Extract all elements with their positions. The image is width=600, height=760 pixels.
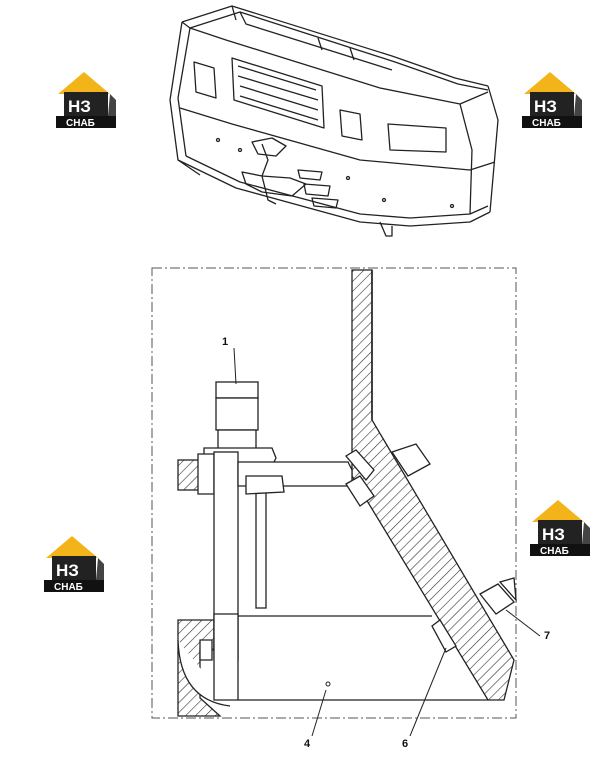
logo-bottom-text: СНАБ bbox=[540, 546, 569, 557]
part-6-block bbox=[431, 619, 457, 653]
section-view bbox=[151, 267, 541, 737]
bracket-plate-section bbox=[351, 269, 515, 701]
logo-top-text: НЗ bbox=[68, 97, 91, 116]
callout-7: 7 bbox=[544, 630, 551, 642]
callout-4: 4 bbox=[304, 738, 311, 750]
logo-top-text: НЗ bbox=[56, 561, 79, 580]
logo-bottom-text: СНАБ bbox=[66, 118, 95, 129]
logo-bottom-text: СНАБ bbox=[54, 582, 83, 593]
watermark-logo: НЗ СНАБ bbox=[520, 70, 584, 130]
logo-top-text: НЗ bbox=[542, 525, 565, 544]
callout-1: 1 bbox=[222, 336, 229, 348]
watermark-logo: НЗ СНАБ bbox=[54, 70, 118, 130]
logo-top-text: НЗ bbox=[534, 97, 557, 116]
callout-6: 6 bbox=[402, 738, 409, 750]
watermark-logo: НЗ СНАБ bbox=[528, 498, 592, 558]
logo-bottom-text: СНАБ bbox=[532, 118, 561, 129]
watermark-logo: НЗ СНАБ bbox=[42, 534, 106, 594]
bumper-isometric-view bbox=[169, 5, 499, 237]
section-frame bbox=[151, 267, 517, 719]
